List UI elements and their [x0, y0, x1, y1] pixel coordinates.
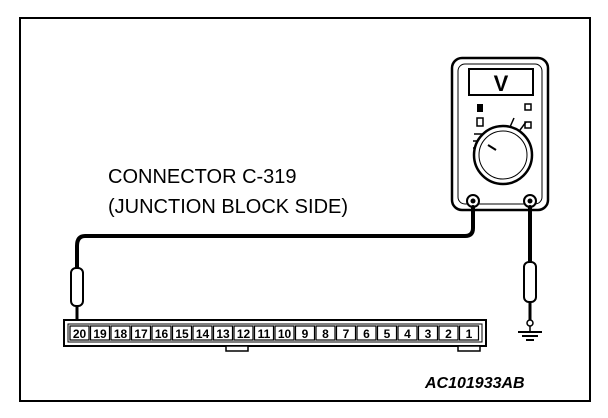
- connector-pin-label: 12: [237, 327, 251, 341]
- connector-pin-label: 17: [134, 327, 148, 341]
- figure-frame: [19, 17, 591, 402]
- connector-pin-cavity: [130, 325, 152, 341]
- connector-pin-label: 14: [196, 327, 210, 341]
- meter-dial-knob: [472, 124, 534, 186]
- multimeter: V: [450, 56, 550, 212]
- connector-pin-cavity: [397, 325, 418, 341]
- connector-pin-cavity: [294, 325, 316, 341]
- meter-display: [468, 68, 534, 96]
- connector-pin-label: 9: [302, 327, 309, 341]
- connector-pin-cavity: [110, 325, 131, 341]
- connector-pin-cavity: [376, 325, 398, 341]
- connector-pin-label: 18: [114, 327, 128, 341]
- connector-pin-label: 6: [363, 327, 370, 341]
- connector-pin-cavity: [438, 325, 459, 341]
- connector-pin-cavity: [171, 325, 193, 341]
- connector-pin-label: 11: [258, 327, 271, 341]
- connector-pin-cavity: [458, 325, 480, 341]
- connector-pin-label: 4: [404, 327, 411, 341]
- connector-pin-label: 16: [155, 327, 169, 341]
- connector-latch-left: [225, 345, 249, 352]
- connector-pin-label: 15: [175, 327, 189, 341]
- connector-pin-cavity: [315, 325, 336, 341]
- connector-pin-label: 10: [278, 327, 292, 341]
- probe-tip-ground: [523, 261, 537, 320]
- connector-pin-cavity: [417, 325, 439, 341]
- connector-pin-cavity: [151, 325, 172, 341]
- connector-pin-label: 3: [425, 327, 432, 341]
- connector-pin-cavity: [233, 325, 254, 341]
- figure-id: AC101933AB: [424, 375, 525, 392]
- connector-pin-label: 2: [445, 327, 452, 341]
- connector-pin-cavity: [274, 325, 295, 341]
- connector-pin-label: 19: [93, 327, 107, 341]
- connector-pin-cavity: [253, 325, 275, 341]
- probe-lead-to-connector: [75, 205, 475, 270]
- connector-pin-cavity: [89, 325, 111, 341]
- probe-tip-connector: [70, 267, 84, 322]
- ground-icon: [518, 319, 542, 341]
- connector-latch-right: [457, 345, 481, 352]
- connector-label-line2: (JUNCTION BLOCK SIDE): [108, 196, 348, 218]
- connector-pin-label: 5: [384, 327, 391, 341]
- connector-label-line1: CONNECTOR C-319: [108, 166, 297, 188]
- connector-pin-label: 8: [322, 327, 329, 341]
- meter-display-unit: V: [494, 71, 509, 96]
- connector-pin-cavity: [356, 325, 377, 341]
- connector-pin-label: 1: [466, 327, 473, 341]
- connector-pin-label: 7: [343, 327, 350, 341]
- connector-pin-label: 20: [73, 327, 87, 341]
- connector-pin-cavity: [192, 325, 213, 341]
- connector-pin-cavity: [335, 325, 357, 341]
- connector-pin-cavity: [212, 325, 234, 341]
- connector-pin-label: 13: [216, 327, 230, 341]
- connector-pin-cavity: [69, 325, 90, 341]
